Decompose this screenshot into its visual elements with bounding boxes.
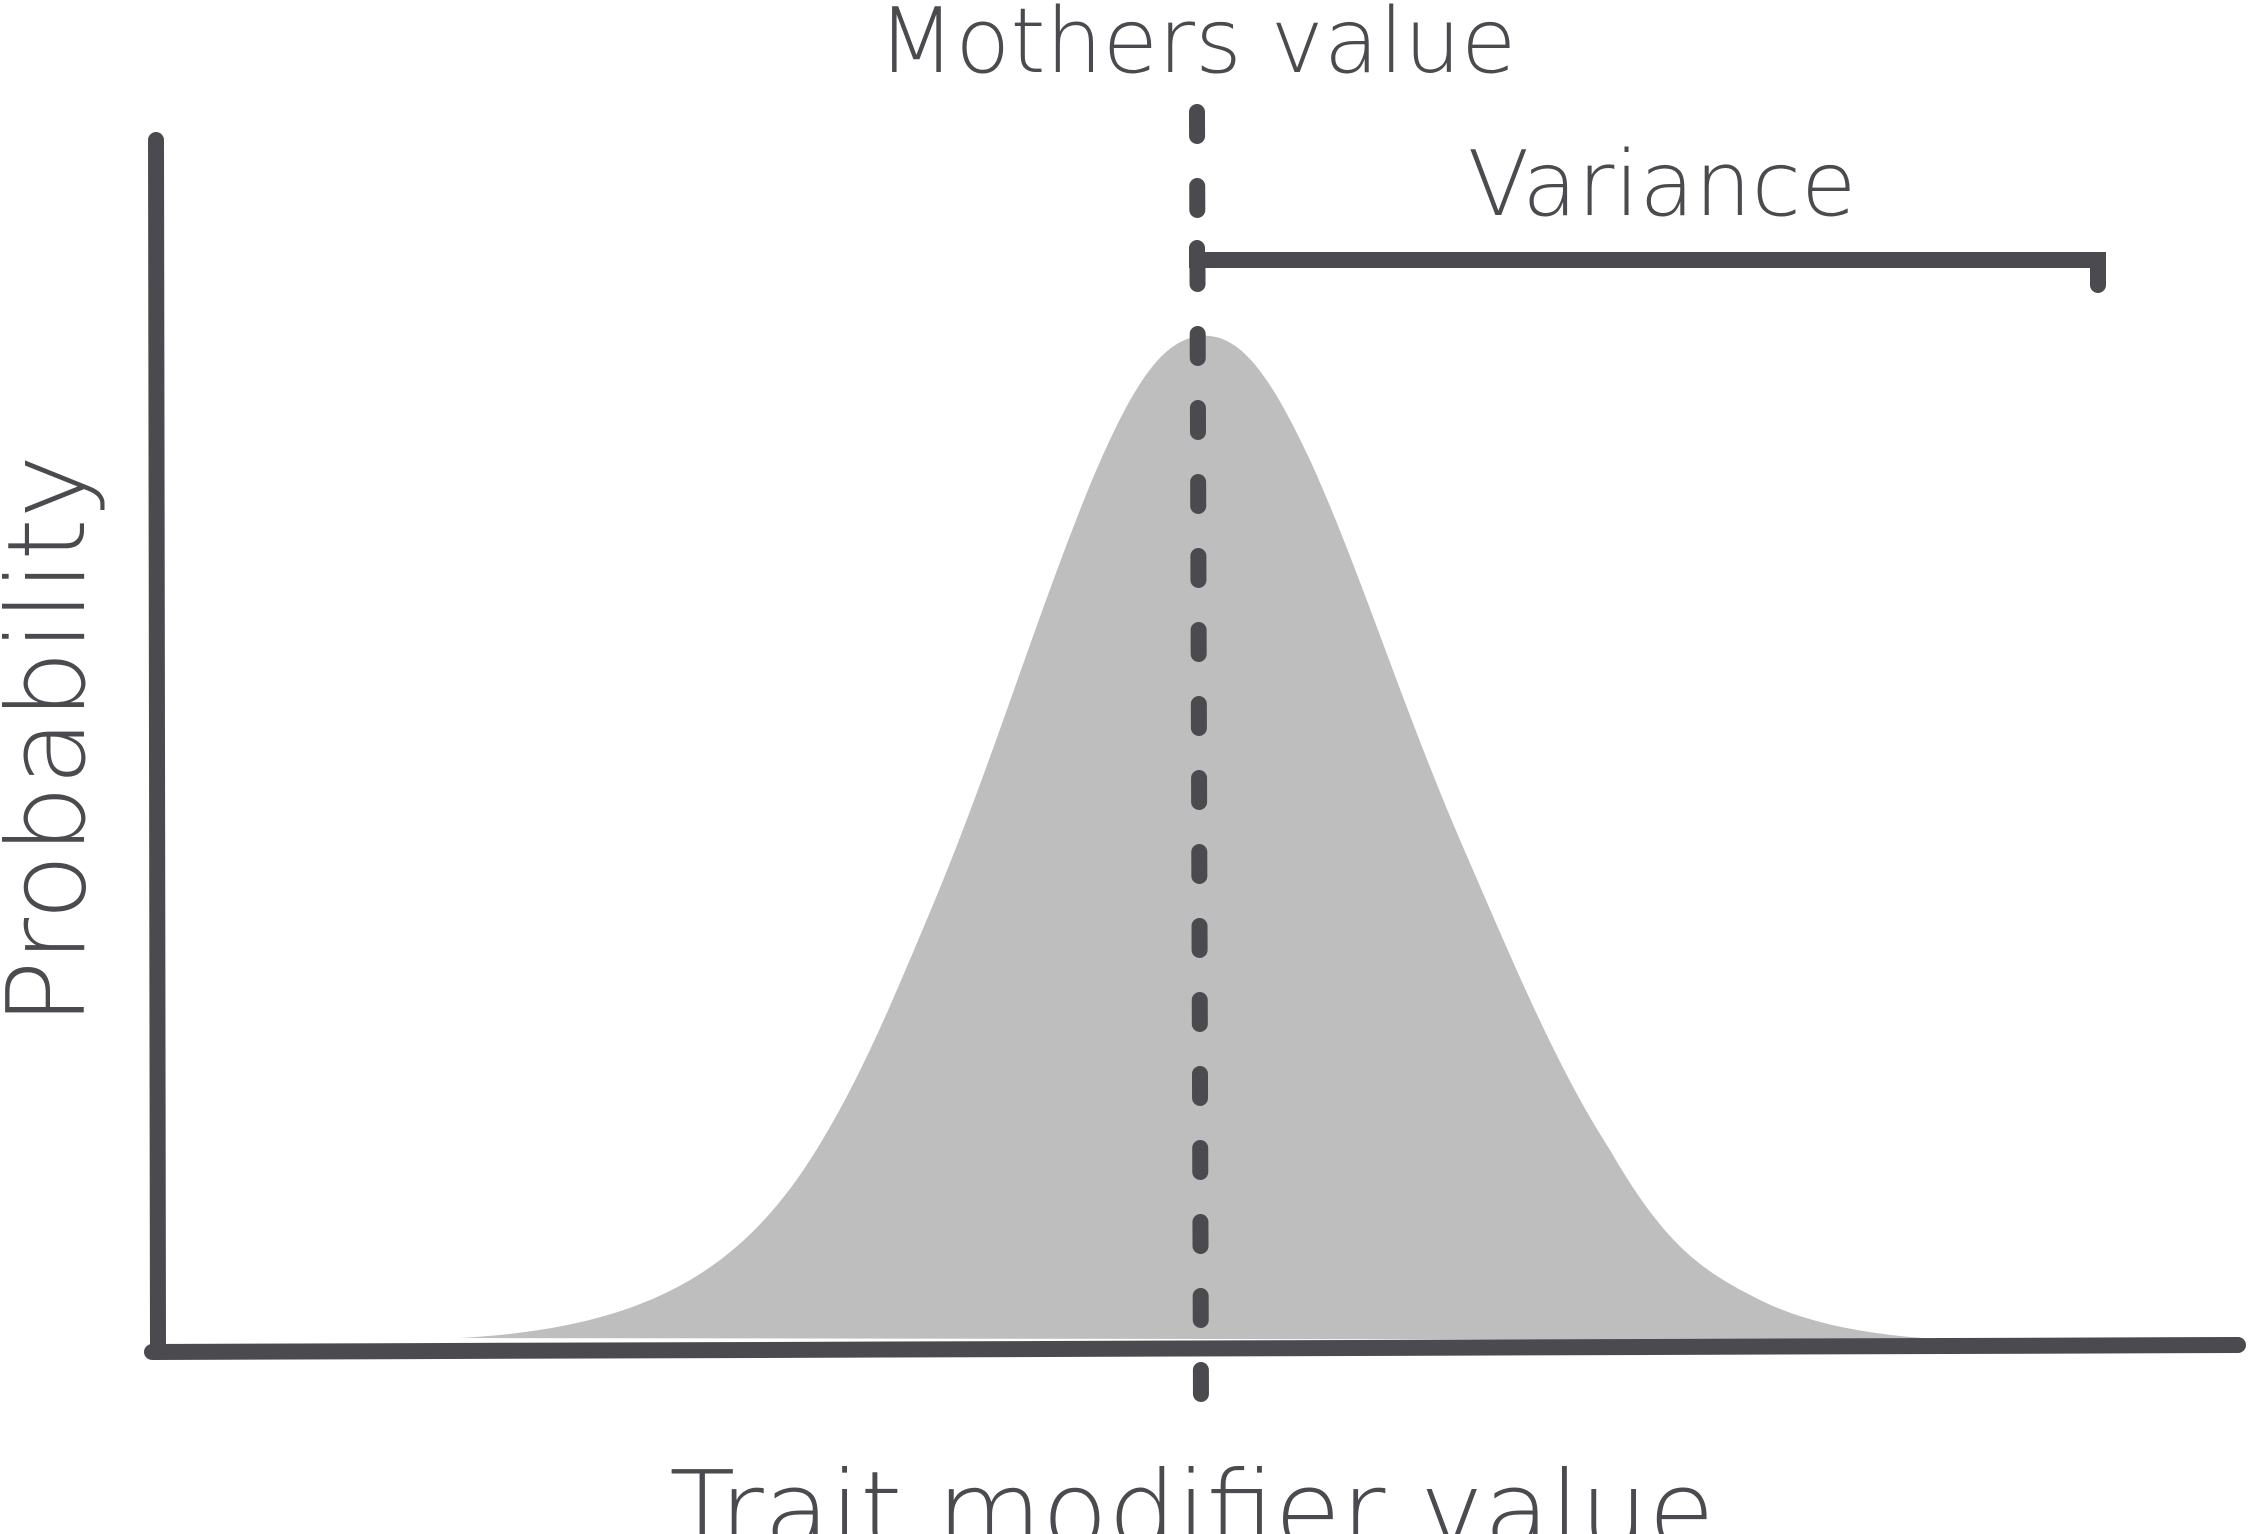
- variance-bracket: [1189, 240, 2106, 293]
- distribution-curve-fill: [460, 335, 1960, 1341]
- x-axis-label: Trait modifier value: [669, 1449, 1714, 1534]
- x-axis-line: [144, 1337, 2246, 1360]
- mean-marker-label: Mothers value: [878, 0, 1517, 94]
- y-axis-label: Probability: [0, 455, 110, 1026]
- y-axis-line: [148, 132, 166, 1360]
- variance-label: Variance: [1468, 132, 1857, 237]
- mean-dashed-line: [1189, 104, 1209, 1413]
